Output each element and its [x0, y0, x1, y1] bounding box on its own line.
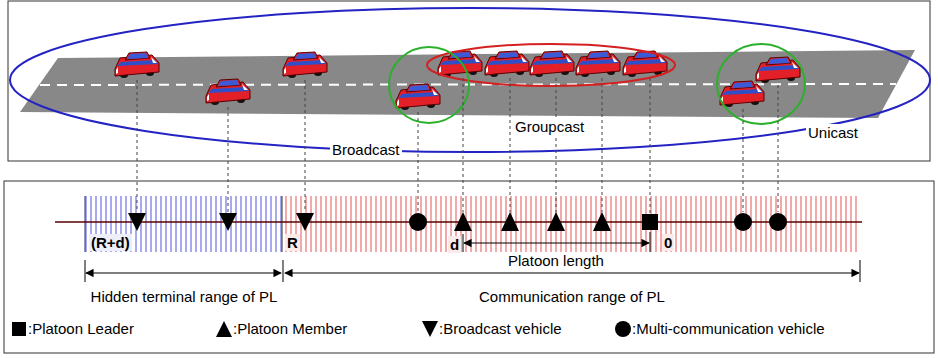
- car: [530, 51, 574, 77]
- dimension-label: Hidden terminal range of PL: [89, 288, 280, 305]
- projection-line: [228, 107, 229, 212]
- dimension-tick: [85, 260, 86, 282]
- dimension-label: Communication range of PL: [477, 288, 667, 305]
- multi-communication-symbol: [409, 213, 427, 231]
- legend-broadcast-vehicle: :Broadcast vehicle: [421, 320, 562, 338]
- hidden-terminal-band: [85, 196, 282, 252]
- axis-label: (R+d): [89, 234, 132, 251]
- projection-line: [743, 109, 744, 212]
- platoon-member-symbol: [454, 212, 472, 231]
- multicast-range: [389, 47, 469, 123]
- projection-line: [556, 78, 557, 212]
- dimension-tick: [650, 232, 651, 252]
- car: [720, 81, 764, 107]
- axis-label: 0: [662, 234, 674, 251]
- broadcast-vehicle-symbol: [128, 213, 146, 231]
- platoon-leader-symbol: [642, 214, 658, 230]
- legend-swatch: [215, 320, 233, 338]
- projection-line: [778, 85, 779, 212]
- legend-swatch: [614, 320, 632, 338]
- projection-lines: [137, 78, 778, 213]
- car: [576, 51, 620, 77]
- axis-label: d: [448, 236, 461, 253]
- legend-symbol: [216, 321, 232, 337]
- broadcast-vehicle-symbol: [219, 213, 237, 231]
- car: [485, 51, 529, 77]
- legend-symbol: [422, 321, 438, 337]
- car: [115, 52, 159, 78]
- legend-text: :Multi-communication vehicle: [632, 320, 825, 338]
- road: [20, 50, 915, 118]
- projection-line: [305, 80, 306, 212]
- legend-text: :Platoon Leader: [28, 320, 134, 338]
- band-edge: [85, 196, 86, 252]
- platoon-member-symbol: [547, 212, 565, 231]
- dimension-arrow: [285, 272, 859, 273]
- legend-platoon-member: :Platoon Member: [215, 320, 347, 338]
- band-edge: [282, 196, 283, 252]
- car: [206, 79, 250, 105]
- legend-text: :Platoon Member: [233, 320, 347, 338]
- multi-communication-symbol: [734, 213, 752, 231]
- dimension-tick: [283, 260, 284, 282]
- range-label: Groupcast: [513, 118, 586, 135]
- dimension-label: Platoon length: [506, 252, 606, 269]
- axis-label: R: [285, 234, 300, 251]
- legend-symbol: [12, 322, 26, 336]
- legend-symbol: [615, 321, 631, 337]
- projection-line: [510, 78, 511, 212]
- axis-panel: [4, 181, 934, 353]
- platoon-member-symbol: [593, 212, 611, 231]
- dimension-arrow: [86, 272, 281, 273]
- legend-text: :Broadcast vehicle: [439, 320, 562, 338]
- communication-band: [282, 196, 860, 252]
- legend-multi-communication: :Multi-communication vehicle: [614, 320, 825, 338]
- projection-line: [650, 78, 651, 213]
- platoon-member-symbol: [501, 212, 519, 231]
- car: [756, 57, 800, 83]
- unicast-range: [717, 44, 805, 124]
- broadcast-vehicle-symbol: [296, 213, 314, 231]
- range-label: Unicast: [806, 124, 860, 141]
- dimension-tick: [860, 260, 861, 282]
- multi-communication-symbol: [769, 213, 787, 231]
- projection-line: [602, 78, 603, 212]
- legend-swatch: [421, 320, 439, 338]
- dimension-arrow: [464, 242, 649, 243]
- projection-line: [463, 78, 464, 212]
- legend-platoon-leader: :Platoon Leader: [10, 320, 134, 338]
- scene-panel: [8, 1, 930, 161]
- dimension-tick: [463, 234, 464, 252]
- projection-line: [137, 80, 138, 212]
- car: [396, 84, 440, 110]
- projection-line: [418, 112, 419, 212]
- car: [283, 52, 327, 78]
- range-label: Broadcast: [330, 141, 402, 158]
- broadcast-range: [10, 8, 930, 152]
- legend-swatch: [10, 320, 28, 338]
